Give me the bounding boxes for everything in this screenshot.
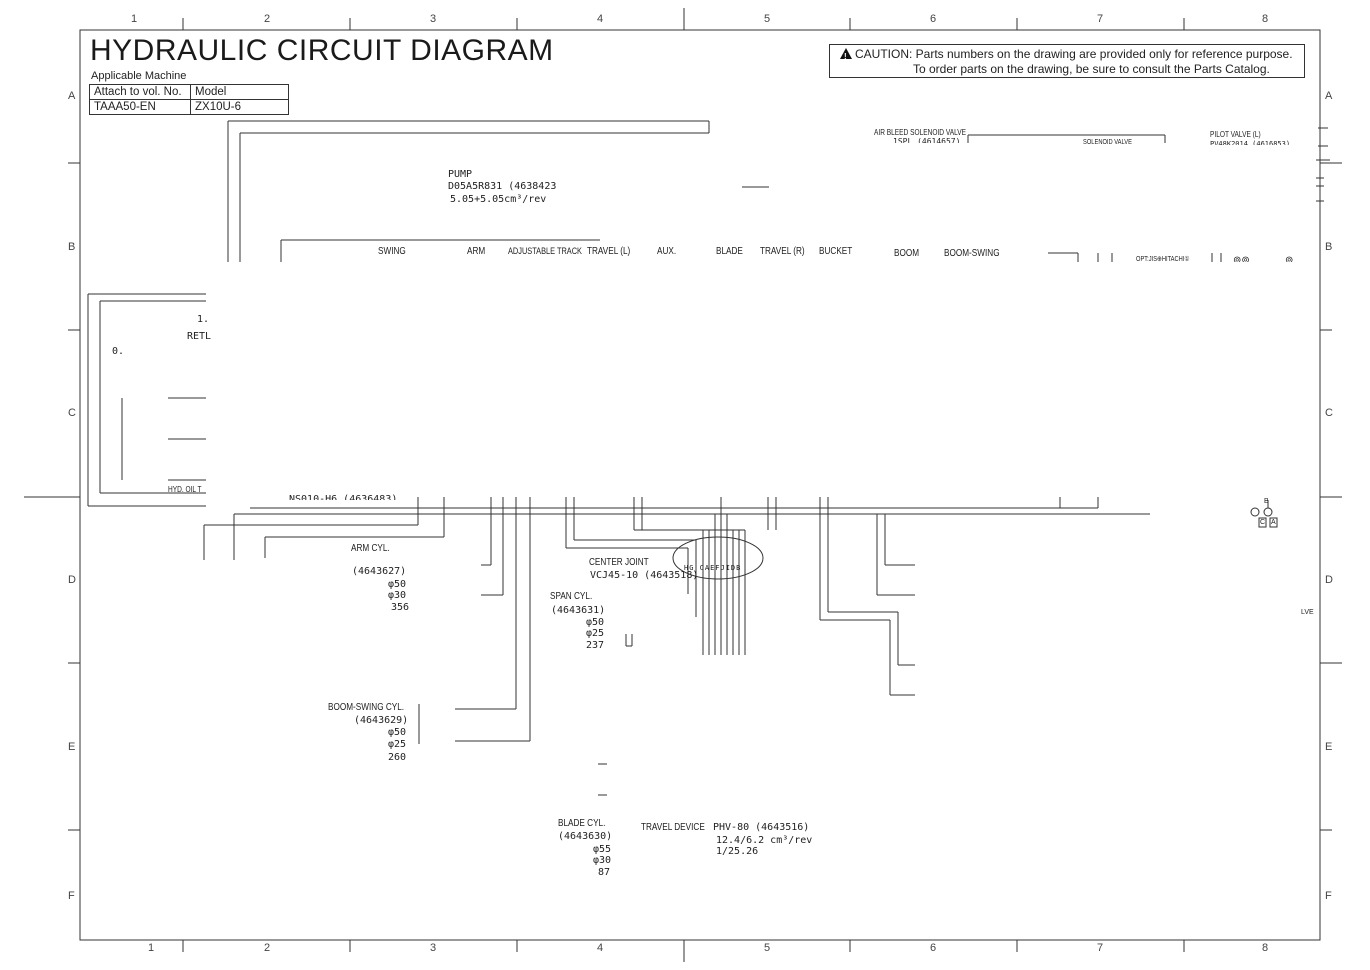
arm-cyl-label: ARM CYL. [351, 543, 390, 554]
valve-section-label: BOOM-SWING [944, 248, 1000, 259]
row-label: E [1325, 741, 1333, 753]
pump-spec: 5.05+5.05cm³/rev [450, 194, 547, 205]
row-label: E [68, 741, 76, 753]
valve-section-label: TRAVEL (L) [587, 246, 631, 257]
table-cell: TAAA50-EN [89, 99, 191, 115]
boom-swing-cyl-label: BOOM-SWING CYL. [328, 702, 405, 713]
air-bleed-valve-label: AIR BLEED SOLENOID VALVE [874, 128, 966, 137]
column-label: 5 [764, 13, 771, 25]
pump-label: PUMP [448, 169, 473, 180]
column-label: 1 [148, 942, 155, 954]
valve-section-label: ADJUSTABLE TRACK [508, 246, 582, 256]
column-label: 4 [597, 13, 604, 25]
solenoid-valve-label: SOLENOID VALVE [1083, 139, 1132, 144]
column-label: 7 [1097, 13, 1104, 25]
fragment-text: LVE [1301, 609, 1314, 616]
port-label-a: A [1271, 519, 1276, 526]
row-label: C [68, 407, 76, 419]
valve-section-label: BUCKET [819, 246, 853, 257]
column-label: 8 [1262, 942, 1269, 954]
column-label: 3 [430, 942, 437, 954]
row-label: D [68, 574, 76, 586]
arm-cyl-dia2: φ30 [388, 590, 407, 601]
column-label: 2 [264, 942, 271, 954]
warning-icon [840, 48, 852, 64]
column-label: 6 [930, 13, 937, 25]
table-cell: ZX10U-6 [190, 99, 289, 115]
valve-section-label: SWING [378, 246, 406, 257]
span-cyl-stroke: 237 [586, 640, 605, 651]
row-label: A [68, 90, 76, 102]
valve-section-label: AUX. [657, 246, 677, 257]
column-label: 3 [430, 13, 437, 25]
column-label: 6 [930, 942, 937, 954]
valve-section-label: BOOM [894, 248, 920, 259]
hyd-oil-tank-label: HYD. OIL T [168, 485, 202, 494]
table-header: Model [190, 84, 289, 100]
diagram-title: HYDRAULIC CIRCUIT DIAGRAM [90, 34, 554, 67]
port-label-b: B [1264, 498, 1269, 505]
fragment-text: NS010-H6 (4636483) [289, 494, 398, 500]
applicable-machine-label: Applicable Machine [91, 70, 187, 82]
arm-cyl-dia1: φ50 [388, 579, 407, 590]
valve-section-label: ARM [467, 246, 486, 257]
pilot-valve-label: PILOT VALVE (L) [1210, 130, 1261, 139]
span-cyl-dia1: φ50 [586, 617, 605, 628]
boom-swing-cyl-dia1: φ50 [388, 727, 407, 738]
column-label: 5 [764, 942, 771, 954]
row-label: B [68, 241, 76, 253]
span-cyl-label: SPAN CYL. [550, 591, 593, 602]
arm-cyl-stroke: 356 [391, 602, 410, 613]
row-label: B [1325, 241, 1333, 253]
row-label: A [1325, 90, 1333, 102]
row-label: F [1325, 890, 1332, 902]
column-label: 4 [597, 942, 604, 954]
row-label: F [68, 890, 75, 902]
travel-device-label: TRAVEL DEVICE [641, 822, 705, 833]
port-symbol-icon: ⊚ [1285, 255, 1294, 262]
boom-swing-cyl-part: (4643629) [354, 715, 409, 726]
fragment-text: 0. [112, 346, 125, 357]
blade-cyl-label: BLADE CYL. [558, 818, 606, 829]
travel-device-part: PHV-80 (4643516) [713, 822, 810, 833]
table-header: Attach to vol. No. [89, 84, 191, 100]
travel-device-ratio: 1/25.26 [716, 846, 759, 857]
fragment-text: RETL [187, 331, 212, 342]
column-label: 1 [131, 13, 138, 25]
blade-cyl-dia2: φ30 [593, 855, 612, 866]
pump-part: D05A5R831 (4638423 [448, 181, 557, 192]
caution-line-2: To order parts on the drawing, be sure t… [913, 62, 1270, 76]
fragment-text: 1. [197, 314, 210, 325]
blade-cyl-part: (4643630) [558, 831, 613, 842]
span-cyl-part: (4643631) [551, 605, 606, 616]
travel-device-displacement: 12.4/6.2 cm³/rev [716, 835, 813, 846]
pilot-valve-part: PV48K2014 (4616853) [1210, 140, 1291, 145]
column-label: 2 [264, 13, 271, 25]
blade-cyl-stroke: 87 [598, 867, 611, 878]
hitachi-option-label: OPT:JIS⊕HITACHI① [1136, 256, 1190, 262]
column-label: 7 [1097, 942, 1104, 954]
center-joint-part: VCJ45-10 (4643518) [590, 570, 699, 581]
port-label-c: C [1260, 519, 1266, 526]
center-joint-ports: HG CAEFJIDB [684, 564, 742, 572]
span-cyl-dia2: φ25 [586, 628, 605, 639]
arm-cyl-part: (4643627) [352, 566, 407, 577]
valve-section-label: TRAVEL (R) [760, 246, 805, 257]
column-label: 8 [1262, 13, 1269, 25]
center-joint-label: CENTER JOINT [589, 557, 649, 568]
port-symbols-icon: ⊚⊚ [1233, 255, 1250, 262]
applicable-machine-table: Attach to vol. No. Model TAAA50-EN ZX10U… [89, 84, 289, 115]
boom-swing-cyl-dia2: φ25 [388, 739, 407, 750]
blade-cyl-dia1: φ55 [593, 844, 612, 855]
row-label: D [1325, 574, 1333, 586]
caution-line-1: CAUTION: Parts numbers on the drawing ar… [855, 47, 1293, 61]
drawing-border [79, 29, 1321, 941]
air-bleed-valve-part: 1SPL (4614657) [893, 137, 961, 143]
row-label: C [1325, 407, 1333, 419]
boom-swing-cyl-stroke: 260 [388, 752, 407, 763]
valve-section-label: BLADE [716, 246, 743, 257]
caution-box: CAUTION: Parts numbers on the drawing ar… [829, 44, 1305, 78]
